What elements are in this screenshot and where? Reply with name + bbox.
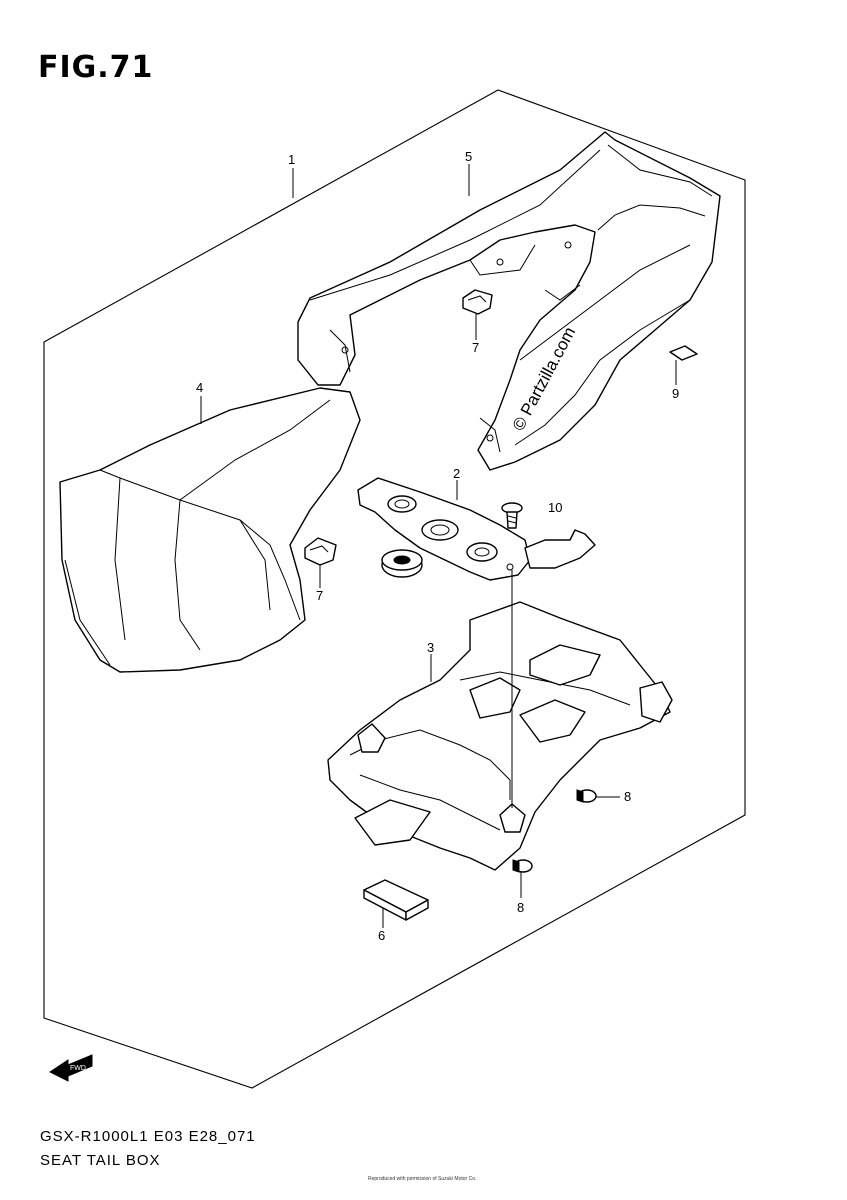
screw-part-10[interactable] — [501, 502, 523, 529]
bolt-part-8-lower[interactable] — [512, 859, 533, 873]
grommet[interactable] — [381, 549, 423, 578]
callout-3: 3 — [427, 640, 434, 655]
callout-labels: 1 5 7 9 4 2 10 7 3 8 8 6 — [196, 149, 679, 943]
callout-8b: 8 — [517, 900, 524, 915]
callout-7a: 7 — [472, 340, 479, 355]
bracket-part-2[interactable] — [357, 477, 596, 581]
fwd-label: FWD — [70, 1065, 86, 1072]
diagram-name: SEAT TAIL BOX — [40, 1152, 161, 1169]
leader-lines — [200, 164, 677, 928]
bolt-part-8-upper[interactable] — [576, 789, 597, 803]
tail-box-part-3[interactable] — [327, 601, 673, 871]
seat-part-4[interactable] — [59, 387, 361, 673]
callout-9: 9 — [672, 386, 679, 401]
callout-1: 1 — [288, 152, 295, 167]
tail-cover-part-5[interactable] — [297, 131, 721, 471]
copyright-notice: Reproduced with permission of Suzuki Mot… — [368, 1176, 477, 1182]
callout-6: 6 — [378, 928, 385, 943]
clip-nut-part-7-lower[interactable] — [304, 537, 337, 566]
pad-part-9[interactable] — [669, 345, 698, 361]
callout-7b: 7 — [316, 588, 323, 603]
callout-4: 4 — [196, 380, 203, 395]
diagram-code: GSX-R1000L1 E03 E28_071 — [40, 1128, 256, 1145]
clip-nut-part-7-upper[interactable] — [462, 289, 493, 315]
callout-5: 5 — [465, 149, 472, 164]
assembly-outline — [43, 89, 746, 1089]
pad-part-6[interactable] — [363, 879, 429, 921]
figure-title: FIG.71 — [38, 50, 154, 85]
callout-2: 2 — [453, 466, 460, 481]
callout-8a: 8 — [624, 789, 631, 804]
forward-arrow-icon: FWD — [49, 1054, 93, 1082]
callout-10: 10 — [548, 500, 562, 515]
